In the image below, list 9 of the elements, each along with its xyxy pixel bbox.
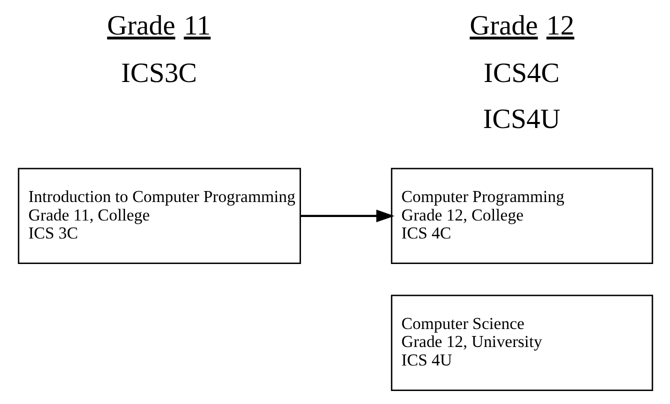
label: Grade 12 xyxy=(469,10,574,42)
label: Grade 11 xyxy=(106,10,210,42)
node-box: Computer Science Grade 12, University ICS 4U xyxy=(390,294,653,391)
label: ICS4U xyxy=(482,104,560,136)
arrow xyxy=(300,210,394,222)
label: ICS3C xyxy=(120,58,197,90)
label: ICS4C xyxy=(483,58,560,90)
node-box: Introduction to Computer Programming Grade 11, College ICS 3C xyxy=(17,168,300,264)
node-box: Computer Programming Grade 12, College ICS 4C xyxy=(390,168,653,264)
